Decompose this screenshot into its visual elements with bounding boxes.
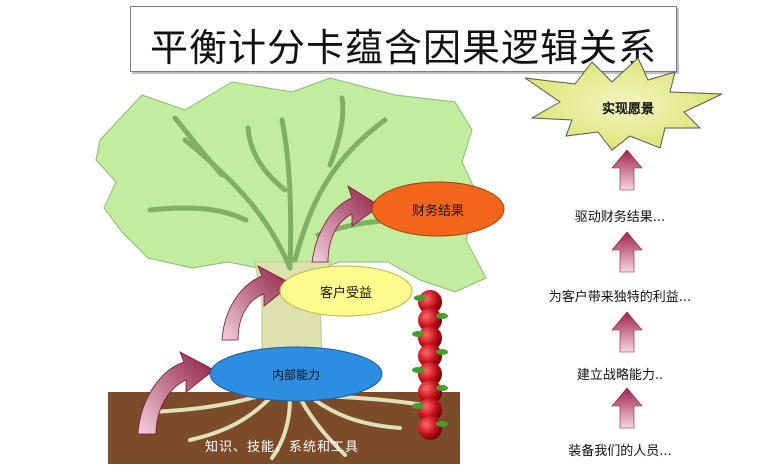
page-title: 平衡计分卡蕴含因果逻辑关系 (149, 26, 657, 70)
chain-step-3: 为客户带来独特的利益... (548, 290, 692, 305)
internal-ellipse (209, 346, 383, 402)
up-arrows (611, 149, 643, 429)
chain-step-1: 装备我们的人员... (568, 444, 672, 459)
cherry-column (412, 290, 448, 440)
growth-arrow-customer (221, 265, 293, 341)
finance-label: 财务结果 (411, 204, 464, 219)
chain-step-2: 建立战略能力.. (576, 368, 664, 383)
chain-step-4: 驱动财务结果... (574, 210, 666, 225)
title-box: 平衡计分卡蕴含因果逻辑关系 (130, 6, 677, 72)
customer-label: 客户受益 (319, 286, 372, 301)
customer-ellipse (279, 265, 413, 317)
growth-arrow-finance (311, 185, 381, 263)
vision-label: 实现愿景 (601, 102, 654, 117)
vision-starburst (524, 57, 723, 151)
finance-ellipse (371, 181, 505, 237)
internal-label: 内部能力 (271, 368, 320, 382)
foundation-label: 知识、技能、系统和工具 (205, 440, 360, 455)
